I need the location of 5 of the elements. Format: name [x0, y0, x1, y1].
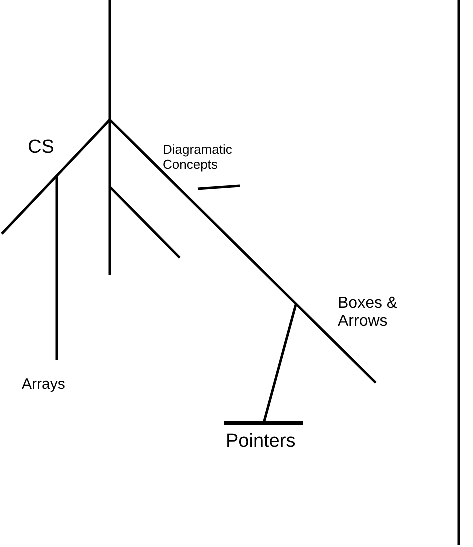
text-label: Pointers [226, 431, 296, 453]
text-label: CS [28, 137, 54, 159]
text-label: Boxes & Arrows [338, 295, 399, 332]
text-label: Arrays [22, 376, 66, 394]
text-label: Diagramatic Concepts [163, 143, 234, 173]
